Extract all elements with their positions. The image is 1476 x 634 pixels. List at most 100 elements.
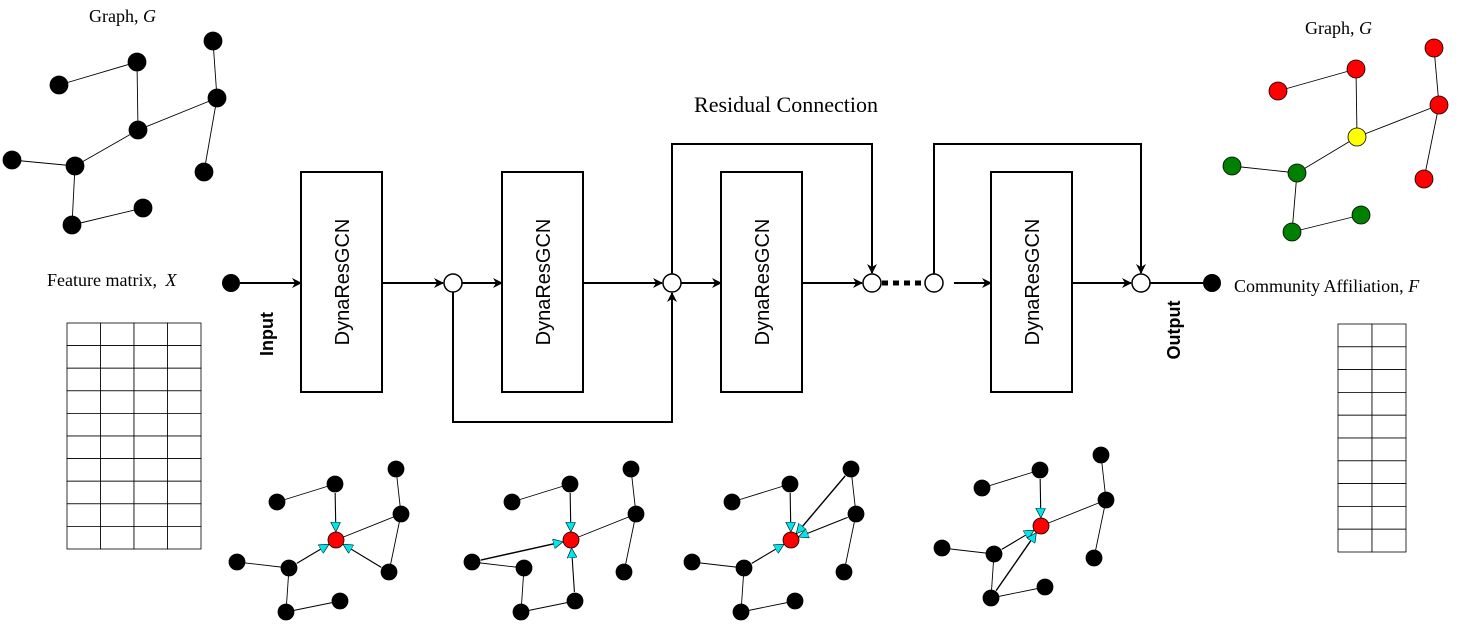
sum-node-4 [924,273,944,293]
graph-node [835,563,853,581]
dynaresgcn-block-3: DynaResGCN [720,171,803,393]
graph-node [127,52,147,72]
matrix-cell [66,458,101,482]
matrix-cell [1371,528,1407,553]
community-affiliation-matrix [1337,323,1407,553]
graph-node [280,559,298,577]
matrix-cell [167,345,202,369]
graph-node [561,475,579,493]
graph-node [782,531,800,549]
matrix-cell [167,412,202,437]
matrix-cell [133,458,168,482]
graph-edge [623,513,637,573]
graph-edge [236,561,290,569]
graph-edge [570,513,637,541]
graph-node [128,120,148,140]
matrix-cell [167,435,202,460]
graph-node [503,493,521,511]
matrix-cell [1337,505,1373,530]
graph-node [463,553,481,571]
graph-node [392,505,410,523]
graph-edge [74,129,139,167]
graph-node [982,589,1000,607]
graph-node [735,559,753,577]
matrix-cell [66,390,101,414]
matrix-cell [167,503,202,527]
message-arrow [1040,478,1041,517]
matrix-cell [1337,437,1373,462]
graph-node [1282,222,1302,242]
matrix-cell [100,412,135,437]
message-arrow [790,492,791,531]
graph-node [1031,461,1049,479]
svg-text:DynaResGCN: DynaResGCN [1022,219,1044,346]
matrix-cell [167,480,202,505]
matrix-cell [133,322,168,347]
graph-edge [1277,68,1357,92]
matrix-cell [100,435,135,460]
graph-edge [1433,47,1440,106]
feature-matrix [66,322,202,550]
matrix-cell [66,503,101,527]
graph-node [65,156,85,176]
dynaresgcn-block-2: DynaResGCN [501,171,584,393]
matrix-cell [1371,437,1407,462]
graph-node [622,460,640,478]
matrix-cell [133,390,168,414]
matrix-cell [1337,460,1373,484]
input-node [222,274,240,292]
sum-node-3 [862,273,882,293]
graph-edge [137,97,218,131]
graph-node [786,592,804,610]
graph-edge [1423,104,1440,180]
residual-connection-label: Residual Connection [694,92,878,117]
dynaresgcn-block-1: DynaResGCN [300,171,383,393]
sum-node-5 [1131,273,1151,293]
graph-node [268,493,286,511]
graph-node [228,553,246,571]
matrix-cell [1371,391,1407,416]
graph-node [985,545,1003,563]
graph-edge [1093,499,1107,559]
graph-node [326,475,344,493]
graph-node [1429,95,1449,115]
matrix-cell [100,526,135,550]
graph-edge [58,61,138,86]
matrix-cell [66,412,101,437]
graph-edge [471,561,525,569]
graph-node [380,563,398,581]
matrix-cell [1337,346,1373,370]
matrix-cell [100,458,135,482]
matrix-cell [133,480,168,505]
graph-edge [731,483,791,503]
graph-edge [843,513,857,573]
aggregation-graph-3 [683,460,865,621]
matrix-cell [100,367,135,392]
graph-edge [511,483,571,503]
graph-edge [136,61,139,131]
matrix-cell [100,503,135,527]
message-arrow [799,516,848,536]
output-graph-title: Graph, G [1305,18,1372,38]
graph-node [1092,446,1110,464]
message-arrow [570,492,571,531]
graph-edge [1291,172,1298,233]
output-node [1203,274,1221,292]
input-graph-title: Graph, G [89,6,156,26]
graph-edge [1231,165,1298,174]
sum-node-2 [662,273,682,293]
output-graph [1222,38,1449,242]
graph-edge [520,600,576,613]
matrix-cell [66,435,101,460]
graph-node [566,592,584,610]
graph-edge [71,165,76,226]
graph-node [2,150,22,170]
graph-edge [285,600,341,613]
output-label: Output [1164,301,1184,360]
sum-node-1 [443,273,463,293]
feature-matrix-label: Feature matrix, X [47,270,177,290]
input-graph [2,31,227,235]
graph-node [723,493,741,511]
graph-node [1097,491,1115,509]
